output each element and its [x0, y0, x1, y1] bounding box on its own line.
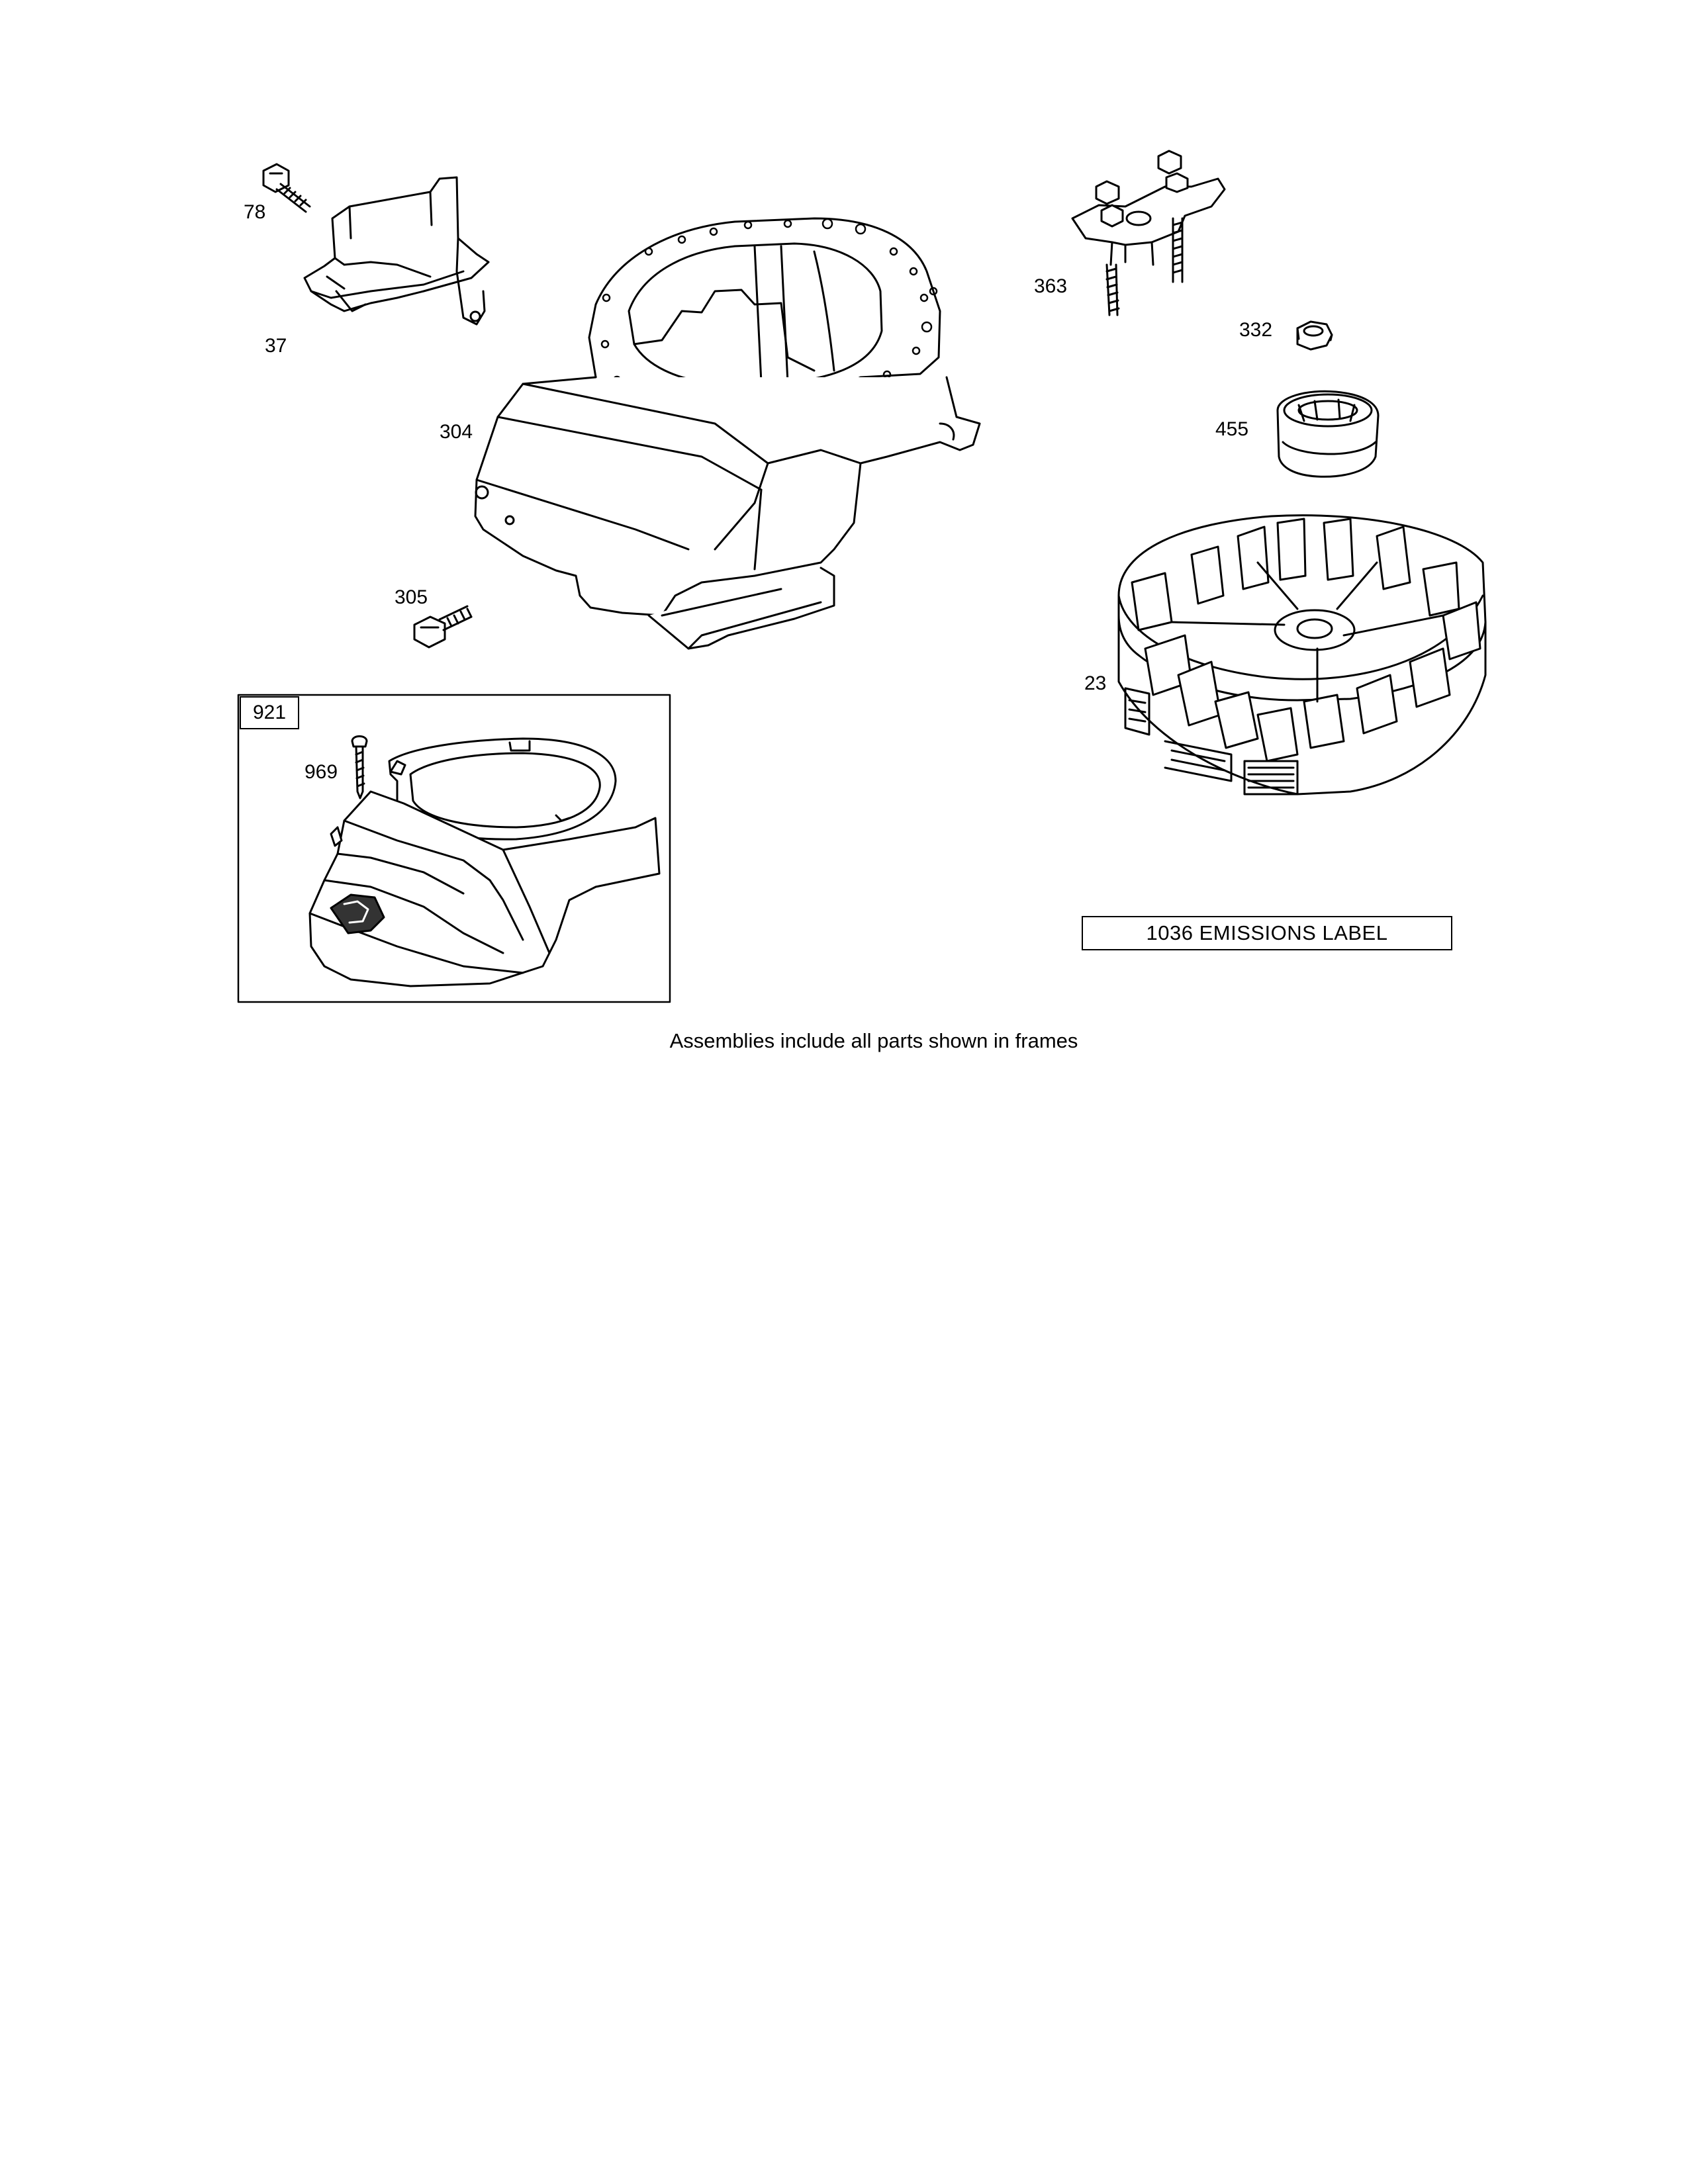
part-number-455: 455 — [1215, 418, 1249, 440]
assembly-number-tag: 921 — [240, 696, 299, 729]
diagram-caption: Assemblies include all parts shown in fr… — [669, 1029, 1078, 1052]
part-number-332: 332 — [1239, 319, 1273, 341]
deflector-37-drawing — [303, 176, 490, 326]
assembly-frame-921 — [237, 694, 671, 1003]
part-number-363: 363 — [1034, 275, 1068, 297]
part-number-78: 78 — [244, 201, 266, 223]
part-number-304: 304 — [440, 421, 473, 443]
screw-78-drawing — [262, 163, 311, 213]
starter-cup-455-drawing — [1276, 390, 1380, 478]
emissions-label-box: 1036 EMISSIONS LABEL — [1082, 916, 1452, 950]
part-number-37: 37 — [265, 335, 287, 357]
part-number-305: 305 — [395, 586, 428, 608]
blower-housing-304-drawing — [474, 217, 981, 650]
bolt-305-drawing — [413, 605, 473, 649]
flywheel-23-drawing — [1117, 514, 1487, 796]
part-number-969: 969 — [305, 761, 338, 783]
screw-969-drawing — [351, 735, 368, 799]
bracket-363-drawing — [1071, 150, 1226, 316]
blower-housing-assembly-921-drawing — [308, 737, 661, 987]
nut-332-drawing — [1296, 320, 1333, 351]
part-number-23: 23 — [1084, 672, 1107, 694]
